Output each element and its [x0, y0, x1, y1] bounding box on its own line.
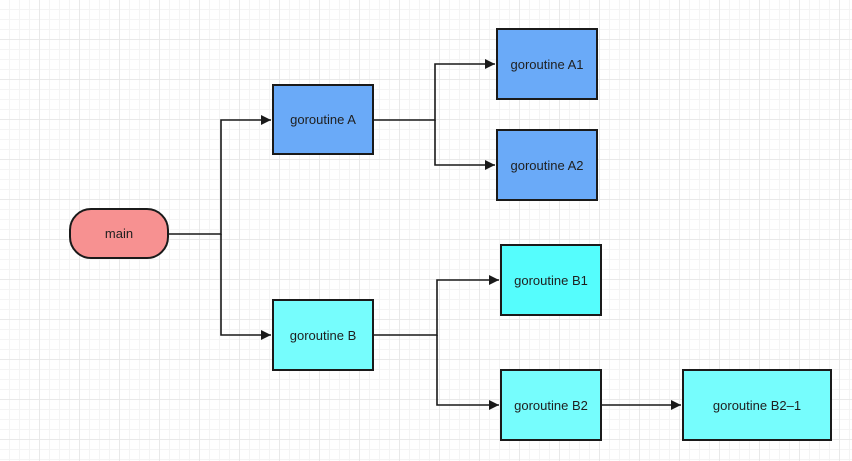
node-goroutine-b1[interactable]: goroutine B1 — [500, 244, 602, 316]
node-goroutine-a2-label: goroutine A2 — [510, 157, 584, 173]
node-goroutine-b[interactable]: goroutine B — [272, 299, 374, 371]
edge-goroutine-a-to-a2 — [434, 120, 495, 170]
node-main-label: main — [104, 226, 134, 241]
edge-goroutine-b-to-b1 — [373, 275, 499, 336]
node-goroutine-b2-1-label: goroutine B2–1 — [712, 397, 802, 413]
node-goroutine-a-label: goroutine A — [290, 112, 356, 127]
edge-goroutine-b-to-b2 — [436, 335, 499, 410]
edge-goroutine-a-to-a1 — [373, 59, 495, 121]
node-goroutine-a[interactable]: goroutine A — [272, 84, 374, 155]
edge-main-to-goroutine-b — [220, 234, 271, 340]
node-goroutine-b2-label: goroutine B2 — [514, 397, 588, 413]
node-goroutine-a1-label: goroutine A1 — [510, 56, 584, 72]
node-goroutine-b-label: goroutine B — [289, 327, 357, 343]
node-goroutine-a2[interactable]: goroutine A2 — [496, 129, 598, 201]
node-goroutine-b2-1[interactable]: goroutine B2–1 — [682, 369, 832, 441]
node-goroutine-b2[interactable]: goroutine B2 — [500, 369, 602, 441]
node-goroutine-b1-label: goroutine B1 — [514, 272, 588, 288]
node-goroutine-a1[interactable]: goroutine A1 — [496, 28, 598, 100]
node-main[interactable]: main — [69, 208, 169, 259]
edge-main-to-goroutine-a — [169, 115, 271, 235]
